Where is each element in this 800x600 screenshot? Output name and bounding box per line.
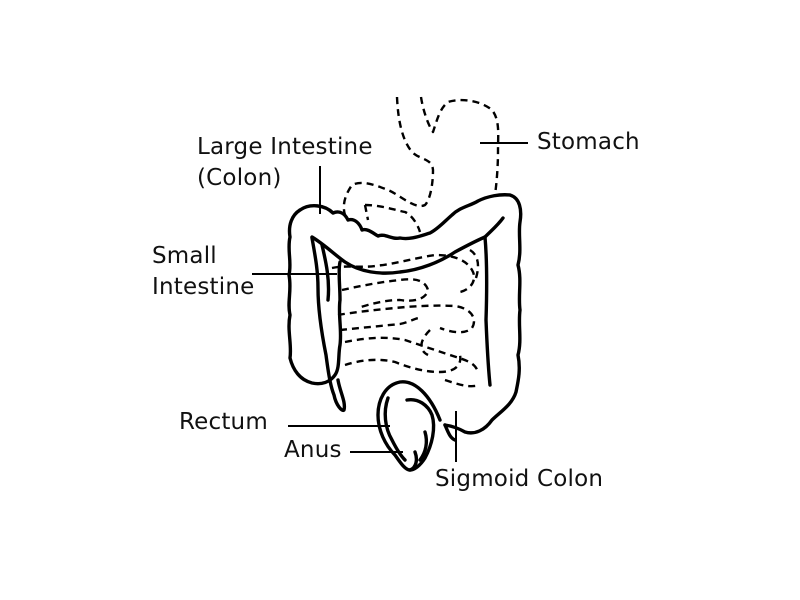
- label-small-intestine-line2: Intestine: [152, 274, 255, 300]
- label-small-intestine: Small Intestine: [152, 243, 254, 301]
- label-stomach: Stomach: [537, 129, 640, 155]
- small-intestine-loops: [331, 248, 481, 388]
- label-anus: Anus: [284, 437, 342, 463]
- label-sigmoid-colon: Sigmoid Colon: [435, 466, 604, 492]
- label-small-intestine-line1: Small: [152, 243, 217, 269]
- label-large-intestine-line2: (Colon): [197, 165, 282, 191]
- large-intestine-outline: [287, 193, 523, 435]
- rectum-sigmoid-outline: [376, 380, 457, 472]
- label-rectum: Rectum: [179, 409, 268, 435]
- label-large-intestine: Large Intestine (Colon): [197, 134, 373, 192]
- label-large-intestine-line1: Large Intestine: [197, 134, 373, 160]
- stomach-outline: [342, 96, 500, 233]
